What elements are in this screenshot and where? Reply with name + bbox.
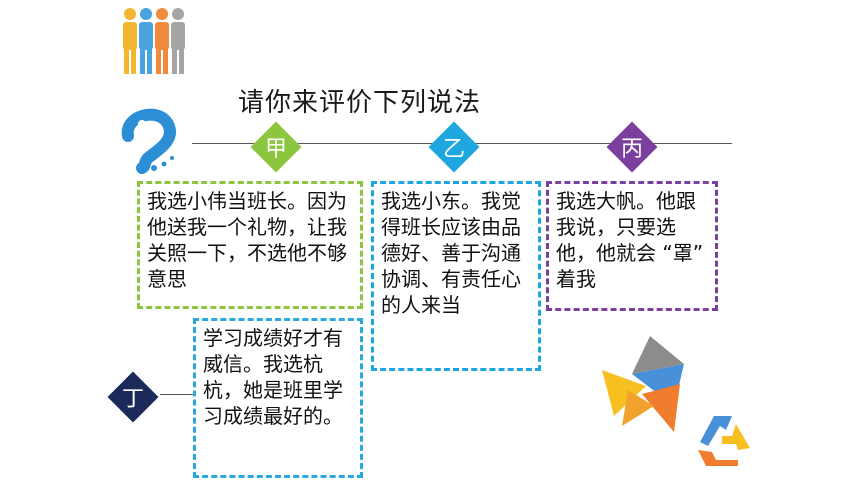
option-label-yi: 乙 bbox=[442, 137, 465, 162]
option-text-bing: 我选大帆。他跟我说，只要选他，他就会 “罩” 着我 bbox=[546, 181, 718, 311]
option-marker-bing: 丙 bbox=[606, 121, 658, 173]
people-group-icon bbox=[123, 8, 185, 74]
option-text-ding: 学习成绩好才有威信。我选杭杭，她是班里学习成绩最好的。 bbox=[193, 318, 363, 478]
option-label-bing: 丙 bbox=[620, 137, 643, 162]
recycle-arrows-icon bbox=[698, 416, 750, 466]
option-label-ding: 丁 bbox=[121, 387, 144, 412]
colored-triangles-icon bbox=[602, 336, 684, 432]
blue-swirl-icon bbox=[121, 108, 176, 174]
option-text-yi: 我选小东。我觉得班长应该由品德好、善于沟通协调、有责任心的人来当 bbox=[371, 181, 541, 371]
option-marker-jia: 甲 bbox=[250, 121, 302, 173]
connector-line-ding bbox=[160, 394, 194, 395]
option-text-jia: 我选小伟当班长。因为他送我一个礼物，让我关照一下，不选他不够意思 bbox=[137, 181, 363, 309]
option-marker-ding: 丁 bbox=[107, 371, 159, 423]
page-title: 请你来评价下列说法 bbox=[238, 88, 482, 118]
option-marker-yi: 乙 bbox=[428, 121, 480, 173]
option-label-jia: 甲 bbox=[264, 137, 287, 162]
